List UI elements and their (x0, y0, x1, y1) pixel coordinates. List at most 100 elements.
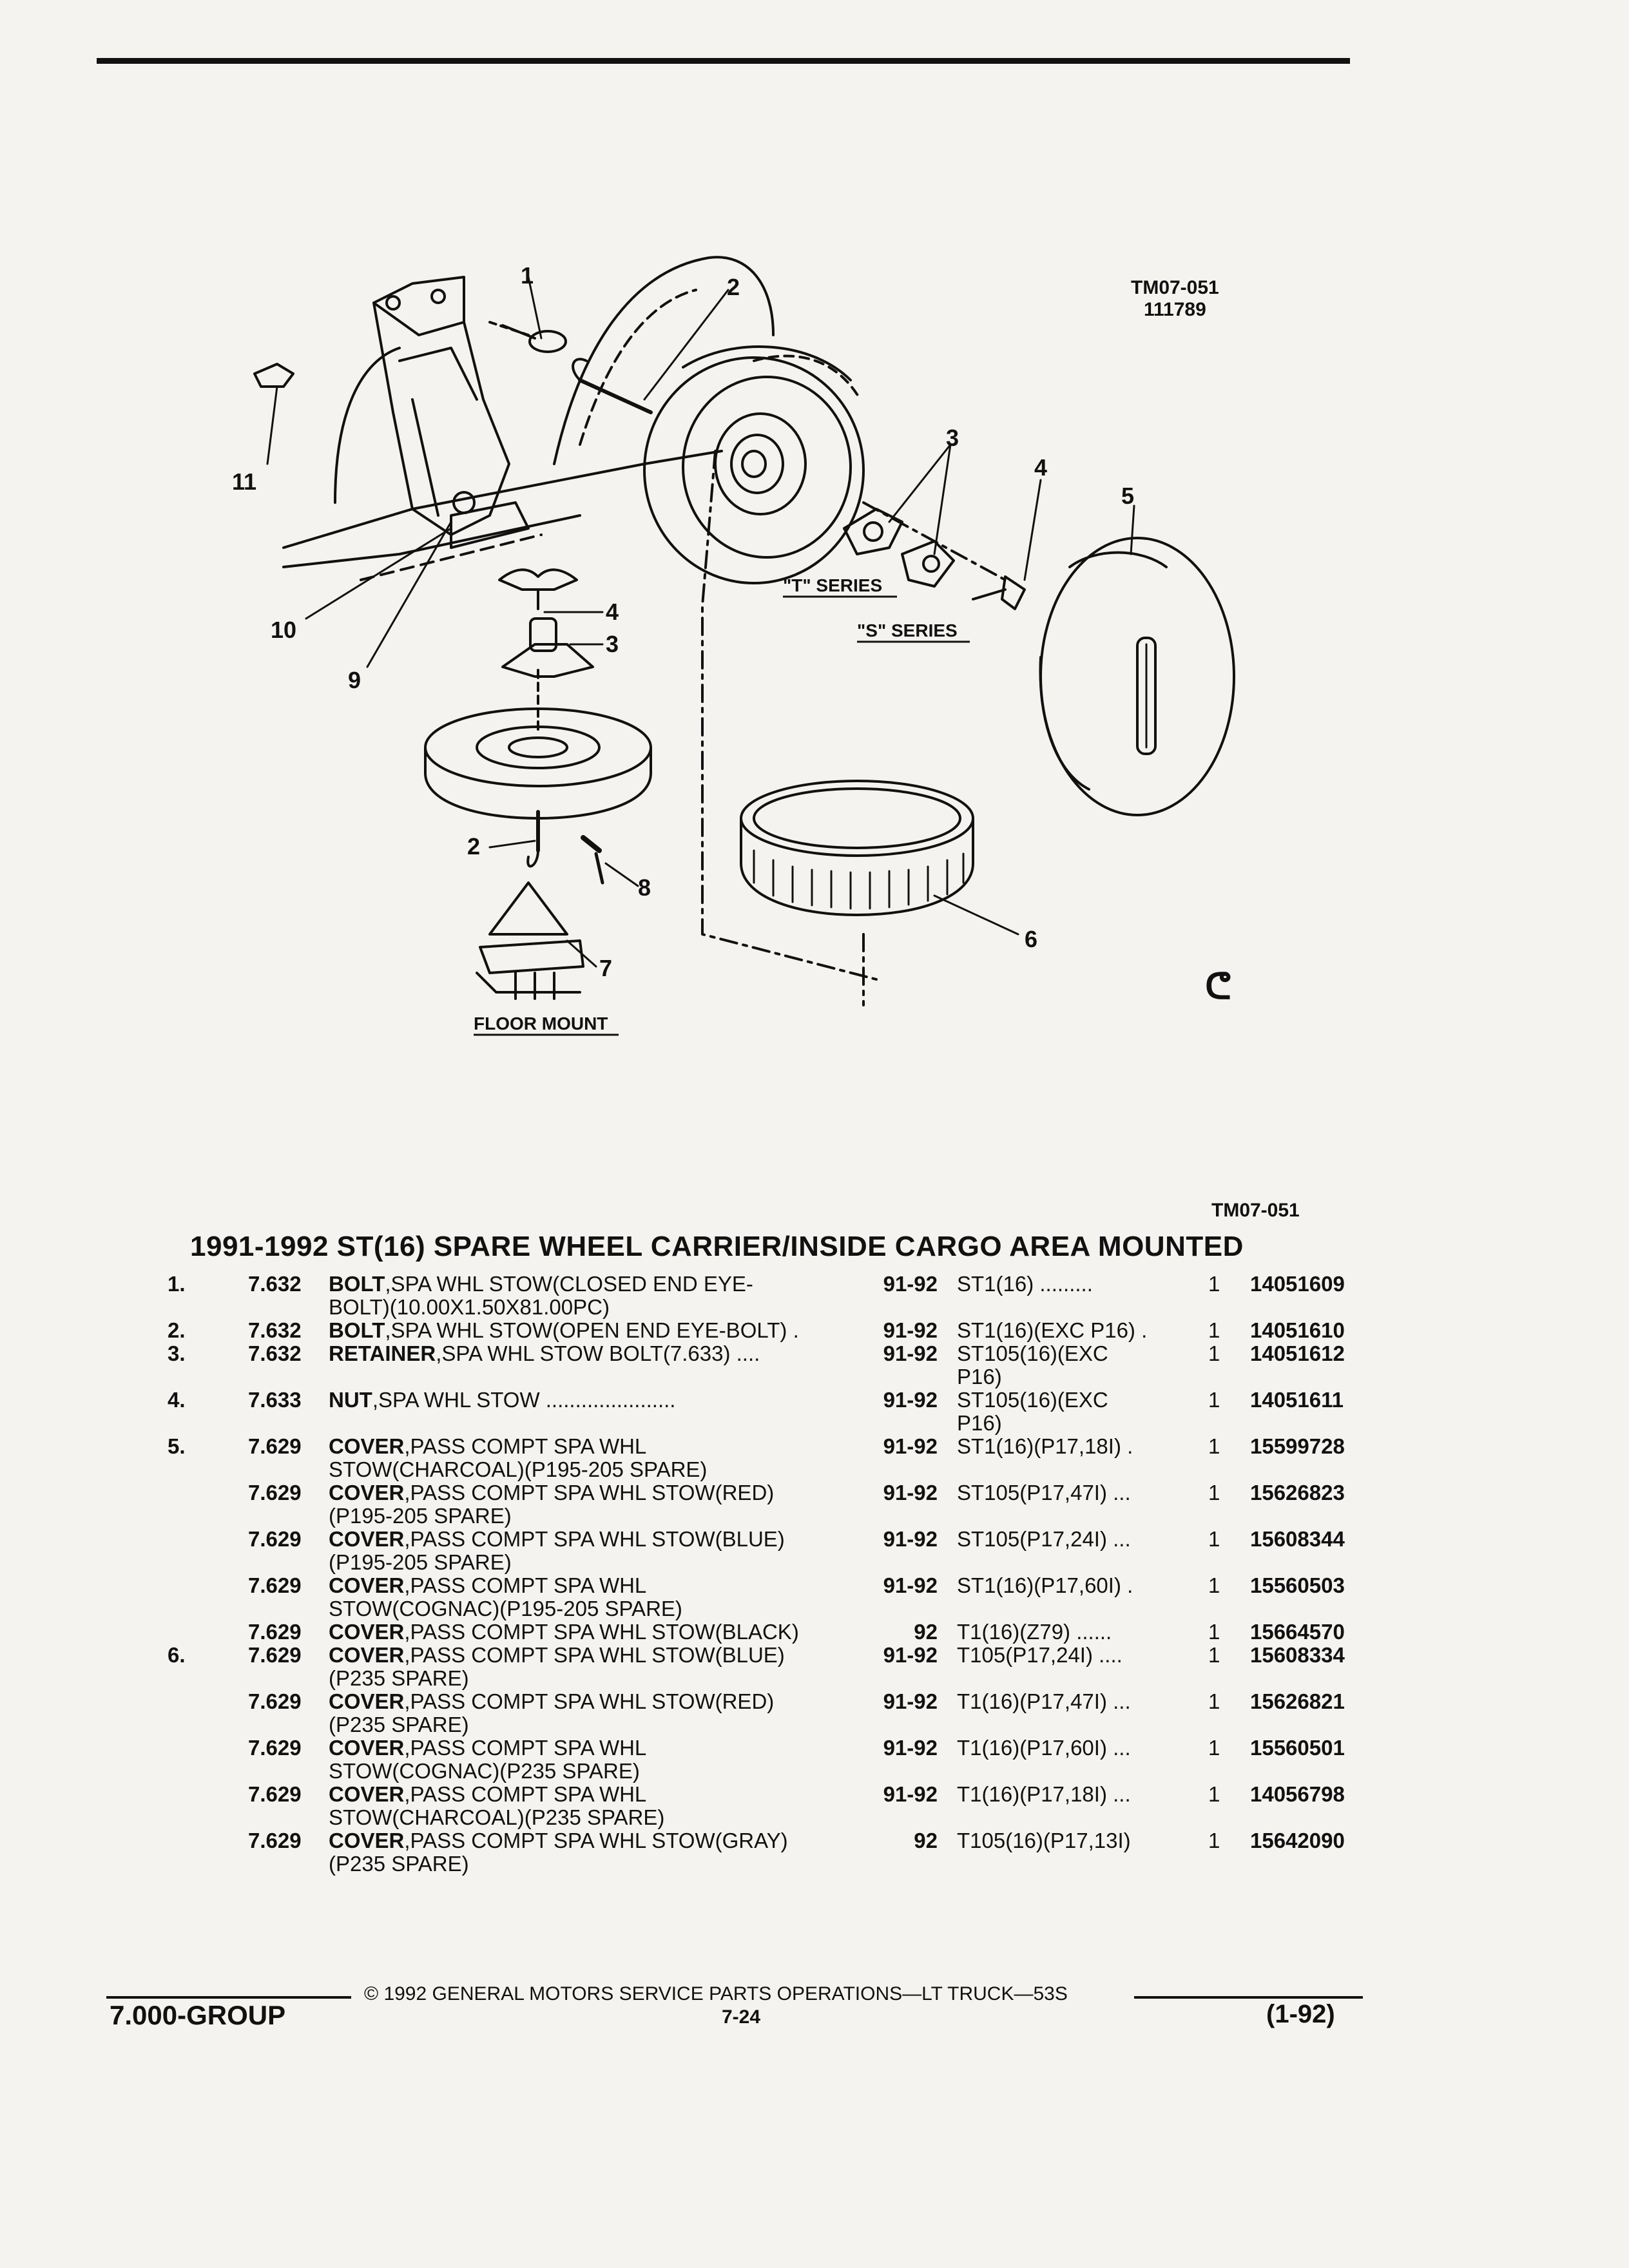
series: ST1(16)(EXC P16) . (957, 1318, 1148, 1342)
model-years: 91-92 (883, 1782, 938, 1806)
description-line-2: (P235 SPARE) (329, 1666, 469, 1690)
part-name: COVER (329, 1620, 405, 1644)
part-number: 15642090 (1250, 1829, 1345, 1852)
part-name: COVER (329, 1643, 405, 1667)
part-row: 7.629 COVER,PASS COMPT SPA WHL STOW(RED)… (161, 1481, 1385, 1528)
s-series-label: "S" SERIES (857, 620, 958, 640)
description: COVER,PASS COMPT SPA WHL STOW(BLUE) (329, 1644, 785, 1667)
series: ST105(P17,24I) ... (957, 1527, 1131, 1551)
description: COVER,PASS COMPT SPA WHL STOW(RED) (329, 1690, 774, 1713)
description-text: ,PASS COMPT SPA WHL STOW(BLUE) (404, 1643, 785, 1667)
group-number: 7.629 (248, 1689, 302, 1713)
quantity: 1 (1208, 1829, 1220, 1852)
part-number: 14051609 (1250, 1272, 1345, 1296)
series: ST105(P17,47I) ... (957, 1481, 1131, 1504)
description: BOLT,SPA WHL STOW(CLOSED END EYE- (329, 1273, 753, 1296)
part-row: 6. 7.629 COVER,PASS COMPT SPA WHL STOW(B… (161, 1644, 1385, 1690)
series: T1(16)(P17,60I) ... (957, 1736, 1131, 1760)
description: BOLT,SPA WHL STOW(OPEN END EYE-BOLT) . (329, 1319, 799, 1342)
description-line-2: STOW(COGNAC)(P195-205 SPARE) (329, 1597, 682, 1620)
part-number: 14051612 (1250, 1341, 1345, 1365)
quantity: 1 (1208, 1318, 1220, 1342)
callout-7: 7 (599, 955, 612, 981)
description-line-2: (P195-205 SPARE) (329, 1550, 512, 1574)
ref-number: 2. (168, 1318, 186, 1342)
description: COVER,PASS COMPT SPA WHL (329, 1574, 646, 1597)
t-series-label: "T" SERIES (783, 575, 882, 595)
model-years: 91-92 (883, 1736, 938, 1760)
group-number: 7.629 (248, 1620, 302, 1644)
part-name: COVER (329, 1573, 405, 1597)
group-number: 7.629 (248, 1527, 302, 1551)
description-text: ,PASS COMPT SPA WHL STOW(RED) (404, 1481, 775, 1504)
group-number: 7.629 (248, 1481, 302, 1504)
callout-1: 1 (521, 262, 534, 289)
description: RETAINER,SPA WHL STOW BOLT(7.633) .... (329, 1342, 760, 1365)
part-number: 14056798 (1250, 1782, 1345, 1806)
quantity: 1 (1208, 1620, 1220, 1644)
model-years: 92 (914, 1829, 938, 1852)
group-number: 7.632 (248, 1272, 302, 1296)
group-number: 7.629 (248, 1434, 302, 1458)
part-number: 15560501 (1250, 1736, 1345, 1760)
callout-10: 10 (271, 617, 296, 643)
callout-9: 9 (348, 667, 361, 693)
footer-rule-right (1134, 1996, 1363, 1999)
part-row: 1. 7.632 BOLT,SPA WHL STOW(CLOSED END EY… (161, 1273, 1385, 1319)
group-number: 7.629 (248, 1736, 302, 1760)
part-name: BOLT (329, 1318, 385, 1342)
description-text: ,PASS COMPT SPA WHL (404, 1573, 647, 1597)
model-years: 91-92 (883, 1481, 938, 1504)
group-number: 7.629 (248, 1573, 302, 1597)
model-years: 91-92 (883, 1272, 938, 1296)
part-row: 7.629 COVER,PASS COMPT SPA WHL STOW(RED)… (161, 1690, 1385, 1736)
part-number: 15608334 (1250, 1643, 1345, 1667)
callout-2: 2 (727, 274, 740, 300)
exploded-parts-diagram: 1 2 3 4 5 6 7 8 9 10 11 4 3 2 "T" SERIES… (232, 256, 1235, 1036)
callout-4-lower: 4 (606, 599, 619, 625)
page-number: 7-24 (722, 2006, 761, 2028)
part-name: COVER (329, 1689, 405, 1713)
part-row: 7.629 COVER,PASS COMPT SPA WHL STOW(BLAC… (161, 1620, 1385, 1644)
quantity: 1 (1208, 1434, 1220, 1458)
part-name: COVER (329, 1434, 405, 1458)
callout-6: 6 (1025, 926, 1037, 952)
description-line-2: (P195-205 SPARE) (329, 1504, 512, 1528)
copyright-notice: © 1992 GENERAL MOTORS SERVICE PARTS OPER… (364, 1983, 1068, 2004)
part-number: 15626823 (1250, 1481, 1345, 1504)
ref-number: 6. (168, 1643, 186, 1667)
quantity: 1 (1208, 1388, 1220, 1412)
series: T1(16)(P17,47I) ... (957, 1689, 1131, 1713)
quantity: 1 (1208, 1272, 1220, 1296)
group-number: 7.632 (248, 1341, 302, 1365)
part-name: COVER (329, 1527, 405, 1551)
part-row: 7.629 COVER,PASS COMPT SPA WHL STOW(BLUE… (161, 1528, 1385, 1574)
quantity: 1 (1208, 1481, 1220, 1504)
tm-code-bottom: TM07-051 (1211, 1200, 1300, 1221)
part-name: COVER (329, 1736, 405, 1760)
series: ST105(16)(EXC (957, 1341, 1108, 1365)
description: COVER,PASS COMPT SPA WHL STOW(GRAY) (329, 1829, 788, 1852)
callout-8: 8 (638, 874, 651, 901)
part-name: RETAINER (329, 1341, 436, 1365)
tm-date: 111789 (1143, 299, 1206, 320)
series: ST1(16)(P17,60I) . (957, 1573, 1133, 1597)
model-years: 91-92 (883, 1643, 938, 1667)
footer-rule-left (106, 1996, 351, 1999)
series: ST1(16) ......... (957, 1272, 1093, 1296)
top-rule (97, 58, 1350, 64)
series: T105(16)(P17,13I) (957, 1829, 1131, 1852)
series-line-2: P16) (957, 1365, 1002, 1389)
callout-11: 11 (232, 468, 256, 495)
ref-number: 4. (168, 1388, 186, 1412)
series: ST1(16)(P17,18I) . (957, 1434, 1133, 1458)
group-number: 7.633 (248, 1388, 302, 1412)
part-row: 7.629 COVER,PASS COMPT SPA WHL STOW(COGN… (161, 1574, 1385, 1620)
description-line-2: BOLT)(10.00X1.50X81.00PC) (329, 1295, 610, 1319)
series: T105(P17,24I) .... (957, 1643, 1123, 1667)
series: T1(16)(Z79) ...... (957, 1620, 1112, 1644)
model-years: 91-92 (883, 1573, 938, 1597)
description-text: ,SPA WHL STOW(CLOSED END EYE- (385, 1272, 753, 1296)
logo-mark-icon: ᕦ (1205, 966, 1231, 1006)
group-number: 7.629 (248, 1643, 302, 1667)
